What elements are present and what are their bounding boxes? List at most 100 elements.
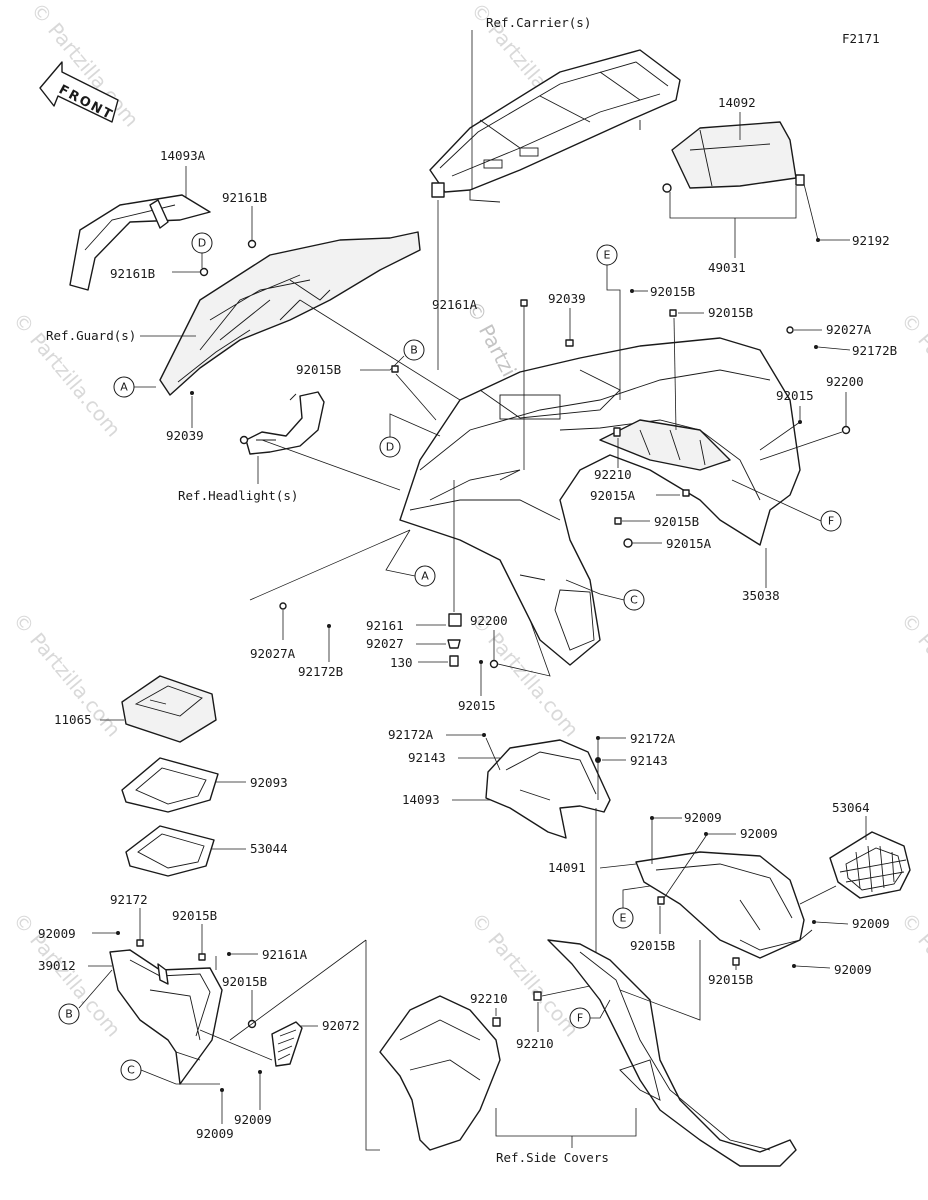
part-label-130: 130 xyxy=(390,655,413,670)
front-fender-drawing xyxy=(399,337,801,666)
svg-text:E: E xyxy=(620,912,627,925)
part-label-92027: 92027 xyxy=(366,636,404,651)
part-label-92200-right: 92200 xyxy=(826,374,864,389)
part-label-92015B-bl: 92015B xyxy=(172,908,217,923)
svg-text:A: A xyxy=(421,570,429,583)
svg-text:C: C xyxy=(630,594,638,607)
svg-text:E: E xyxy=(604,249,611,262)
watermark-text: © Partzilla.com xyxy=(896,308,928,442)
part-label-92143-left: 92143 xyxy=(408,750,446,765)
part-label-92161B-top: 92161B xyxy=(222,190,267,205)
part-label-92093: 92093 xyxy=(250,775,288,790)
part-label-92143-right: 92143 xyxy=(630,753,668,768)
part-label-92009-bl-top: 92009 xyxy=(38,926,76,941)
part-label-92210-center: 92210 xyxy=(594,467,632,482)
svg-text:D: D xyxy=(386,441,394,454)
part-label-92015A-lower: 92015A xyxy=(666,536,712,551)
svg-text:F: F xyxy=(828,515,834,528)
watermark-text: © Partzilla.com xyxy=(26,0,144,131)
nut-icon xyxy=(448,613,462,627)
ref-guard-label: Ref.Guard(s) xyxy=(46,328,136,343)
part-label-35038: 35038 xyxy=(742,588,780,603)
part-label-92210-left: 92210 xyxy=(470,991,508,1006)
seal-92093-drawing xyxy=(121,757,219,813)
front-guard-drawing xyxy=(159,231,421,396)
part-label-92200-bottom: 92200 xyxy=(470,613,508,628)
part-label-92009-c: 92009 xyxy=(852,916,890,931)
part-label-92009-b: 92009 xyxy=(740,826,778,841)
part-label-14093A: 14093A xyxy=(160,148,206,163)
part-label-92009-bl-bottom: 92009 xyxy=(196,1126,234,1141)
part-label-11065: 11065 xyxy=(54,712,92,727)
watermark-text: © Partzilla.com xyxy=(466,908,584,1042)
part-label-53044: 53044 xyxy=(250,841,288,856)
part-label-92015B-panel-left: 92015B xyxy=(630,938,675,953)
part-label-92072: 92072 xyxy=(322,1018,360,1033)
part-label-92015B-top: 92015B xyxy=(650,284,695,299)
part-label-92015B-top-right: 92015B xyxy=(708,305,753,320)
svg-text:B: B xyxy=(65,1008,73,1021)
storage-box-39012-drawing xyxy=(109,949,223,1085)
part-label-92015B-left: 92015B xyxy=(296,362,341,377)
part-label-92009-a: 92009 xyxy=(684,810,722,825)
watermark-text: © Partzilla.com xyxy=(896,608,928,742)
watermark-text: © Partzilla.com xyxy=(896,908,928,1042)
svg-text:D: D xyxy=(198,237,206,250)
headlight-bracket-drawing xyxy=(245,391,325,455)
part-label-53064: 53064 xyxy=(832,800,870,815)
part-label-14091: 14091 xyxy=(548,860,586,875)
grille-53064-drawing xyxy=(829,831,911,899)
part-label-92172B-right: 92172B xyxy=(852,343,897,358)
gasket-53044-drawing xyxy=(125,825,215,877)
carrier-frame-drawing xyxy=(429,49,681,203)
bracket-14093A-drawing xyxy=(69,194,211,291)
part-label-92161: 92161 xyxy=(366,618,404,633)
part-label-92015B-bl-mid: 92015B xyxy=(222,974,267,989)
part-label-92015B-panel-right: 92015B xyxy=(708,972,753,987)
part-label-92009-bl-right: 92009 xyxy=(234,1112,272,1127)
side-panel-drawing xyxy=(635,851,813,959)
part-label-92161A-top: 92161A xyxy=(432,297,478,312)
grille-92072-drawing xyxy=(271,1021,303,1067)
svg-text:B: B xyxy=(410,344,418,357)
seat-pad-14092-drawing xyxy=(671,121,797,189)
part-label-39012: 39012 xyxy=(38,958,76,973)
diagram-code: F2171 xyxy=(842,31,880,46)
part-label-92172: 92172 xyxy=(110,892,148,907)
part-label-92027A-right: 92027A xyxy=(826,322,872,337)
box-lid-11065-drawing xyxy=(121,675,217,743)
part-label-92039-left: 92039 xyxy=(166,428,204,443)
side-cover-right-drawing xyxy=(547,939,797,1167)
part-label-92015-right: 92015 xyxy=(776,388,814,403)
part-label-92192: 92192 xyxy=(852,233,890,248)
part-label-92210-right: 92210 xyxy=(516,1036,554,1051)
part-label-49031: 49031 xyxy=(708,260,746,275)
part-label-92015B-center: 92015B xyxy=(654,514,699,529)
callout-bubble-b-top xyxy=(403,339,425,361)
part-label-92015A-center: 92015A xyxy=(590,488,636,503)
part-label-92015-bottom: 92015 xyxy=(458,698,496,713)
part-label-14092: 14092 xyxy=(718,95,756,110)
callout-bubble-b-bottom xyxy=(58,1003,80,1025)
part-label-92172B-left: 92172B xyxy=(298,664,343,679)
ref-headlight-label: Ref.Headlight(s) xyxy=(178,488,298,503)
part-label-92009-d: 92009 xyxy=(834,962,872,977)
part-label-92172A-right: 92172A xyxy=(630,731,676,746)
part-label-14093: 14093 xyxy=(402,792,440,807)
ref-side-covers-label: Ref.Side Covers xyxy=(496,1150,609,1165)
svg-text:A: A xyxy=(120,381,128,394)
part-label-92161B-side: 92161B xyxy=(110,266,155,281)
clip-icon xyxy=(795,174,805,186)
cover-14093-drawing xyxy=(485,739,611,839)
part-label-92161A-bl: 92161A xyxy=(262,947,308,962)
svg-text:C: C xyxy=(127,1064,135,1077)
grommet-icon xyxy=(662,183,672,193)
ref-carrier-label: Ref.Carrier(s) xyxy=(486,15,591,30)
side-cover-left-drawing xyxy=(379,995,501,1151)
part-label-92172A-left: 92172A xyxy=(388,727,434,742)
part-label-92039-top: 92039 xyxy=(548,291,586,306)
svg-text:F: F xyxy=(577,1012,583,1025)
part-label-92027A-left: 92027A xyxy=(250,646,296,661)
